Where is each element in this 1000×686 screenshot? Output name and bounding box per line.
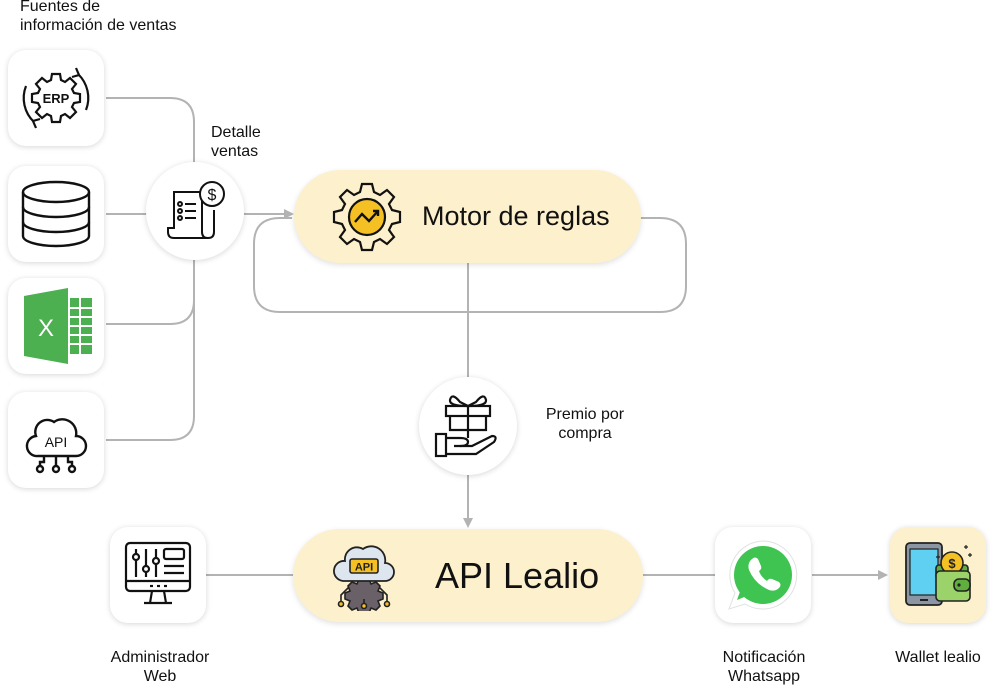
connector-erp xyxy=(106,97,195,165)
sources-title-text: Fuentes de información de ventas xyxy=(20,0,177,34)
premio-line1: Premio por xyxy=(545,406,625,423)
detalle-ventas-label: Detalle ventas xyxy=(211,123,261,161)
premio-node[interactable] xyxy=(419,377,517,475)
gift-hand-icon xyxy=(434,395,497,458)
detalle-line2: ventas xyxy=(211,143,259,160)
erp-gear-icon: ERP xyxy=(22,67,90,129)
source-excel[interactable]: X xyxy=(8,278,104,374)
motor-title: Motor de reglas xyxy=(422,201,610,231)
api-lealio-node[interactable]: API API Lealio xyxy=(293,529,643,622)
monitor-settings-icon xyxy=(124,541,192,605)
svg-text:$: $ xyxy=(208,187,217,204)
whatsapp-icon xyxy=(728,540,798,610)
source-erp[interactable]: ERP xyxy=(8,50,104,146)
whatsapp-node[interactable] xyxy=(715,527,811,623)
wallet-phone-icon: $ xyxy=(905,542,972,606)
whatsapp-label: Notificación Whatsapp xyxy=(700,648,828,686)
detalle-line1: Detalle xyxy=(211,124,261,141)
database-icon xyxy=(21,180,91,248)
api-cloud-icon: API xyxy=(25,418,88,474)
premio-line2: compra xyxy=(558,425,612,442)
api-cloud-gear-icon: API xyxy=(333,544,395,611)
source-database[interactable] xyxy=(8,166,104,262)
svg-text:$: $ xyxy=(948,556,956,571)
whatsapp-line1: Notificación xyxy=(722,649,806,666)
premio-label: Premio por compra xyxy=(532,405,638,443)
receipt-dollar-icon: $ xyxy=(167,181,225,239)
admin-web-node[interactable] xyxy=(110,527,206,623)
excel-icon: X xyxy=(24,288,92,364)
connector-excel xyxy=(106,258,195,325)
connector-api-source xyxy=(106,258,195,441)
svg-text:ERP: ERP xyxy=(43,91,70,106)
admin-line2: Web xyxy=(143,668,177,685)
gear-chart-icon xyxy=(332,182,402,251)
svg-text:API: API xyxy=(355,561,373,573)
whatsapp-line2: Whatsapp xyxy=(727,668,801,685)
api-lealio-title: API Lealio xyxy=(435,554,600,596)
detalle-ventas-node[interactable]: $ xyxy=(146,162,244,260)
svg-text:X: X xyxy=(38,315,54,342)
motor-de-reglas-node[interactable]: Motor de reglas xyxy=(294,170,641,263)
admin-line1: Administrador xyxy=(110,649,210,666)
sources-title: Fuentes de información de ventas xyxy=(20,0,177,35)
wallet-node[interactable]: $ xyxy=(890,527,986,623)
connector-motor-loop xyxy=(253,217,687,313)
wallet-label-text: Wallet lealio xyxy=(895,649,981,666)
source-api[interactable]: API xyxy=(8,392,104,488)
svg-text:API: API xyxy=(45,434,68,450)
admin-label: Administrador Web xyxy=(90,648,230,686)
wallet-label: Wallet lealio xyxy=(880,648,996,667)
